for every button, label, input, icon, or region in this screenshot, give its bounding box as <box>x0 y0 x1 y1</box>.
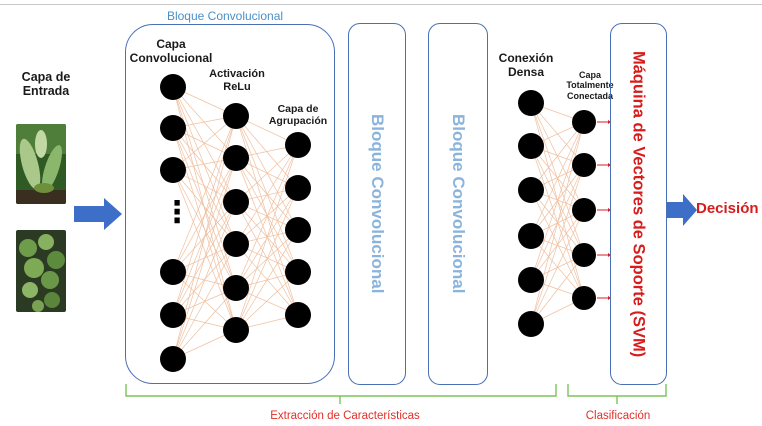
connection-line <box>172 115 237 316</box>
connection-line <box>235 157 299 273</box>
connection-line <box>172 201 237 360</box>
connection-line <box>530 121 585 281</box>
dense-node <box>518 177 544 203</box>
conv-block-2-label: Bloque Convolucional <box>368 114 387 294</box>
leaf-photo-2 <box>16 230 66 312</box>
pool-node <box>285 217 311 243</box>
dense-text: Conexión Densa <box>498 51 554 79</box>
connection-line <box>530 121 585 237</box>
fc-label: Capa Totalmente Conectada <box>558 70 622 101</box>
fc-node <box>572 110 596 134</box>
relu-node <box>223 275 249 301</box>
dense-label: Conexión Densa <box>492 51 560 80</box>
svm-input-arrowhead <box>608 163 611 167</box>
svm-input-arrowhead <box>608 120 611 124</box>
connection-line <box>172 115 237 171</box>
connection-line <box>235 144 299 245</box>
connection-line <box>530 121 585 325</box>
pool-node <box>285 259 311 285</box>
dense-node <box>518 90 544 116</box>
conv-block-3-label: Bloque Convolucional <box>449 114 468 294</box>
connection-line <box>530 209 585 325</box>
connection-line <box>172 127 237 203</box>
connection-line <box>530 145 585 211</box>
connection-line <box>172 115 237 273</box>
input-layer-text: Capa de Entrada <box>21 70 71 99</box>
pool-text: Capa de Agrupación <box>268 103 328 128</box>
connection-line <box>530 254 585 325</box>
dense-node <box>518 223 544 249</box>
connection-line <box>172 127 237 289</box>
relu-node <box>223 103 249 129</box>
conv-layer-label: Capa Convolucional <box>126 37 216 66</box>
svm-label: Máquina de Vectores de Soporte (SVM) <box>629 50 648 358</box>
conv-block-3 <box>428 23 488 385</box>
conv-node <box>160 259 186 285</box>
fc-text: Capa Totalmente Conectada <box>566 70 614 101</box>
connection-line <box>530 164 585 325</box>
fc-node <box>572 243 596 267</box>
conv-block-title: Bloque Convolucional <box>166 9 284 23</box>
connection-line <box>172 86 237 159</box>
connection-line <box>235 229 299 331</box>
conv-layer-text: Capa Convolucional <box>129 37 213 65</box>
connection-line <box>172 86 237 203</box>
fc-node <box>572 153 596 177</box>
dense-node <box>518 133 544 159</box>
relu-node <box>223 231 249 257</box>
connection-line <box>172 169 237 289</box>
connection-line <box>235 187 299 331</box>
conv-block-main <box>125 24 335 384</box>
pool-node <box>285 175 311 201</box>
conv-node <box>160 302 186 328</box>
leaf-photo-1 <box>16 124 66 204</box>
connection-line <box>172 169 237 245</box>
fc-node <box>572 286 596 310</box>
connection-line <box>530 121 585 191</box>
relu-label: Activación ReLu <box>200 68 274 93</box>
relu-text: Activación ReLu <box>209 68 265 93</box>
top-rule <box>0 4 762 5</box>
svm-input-arrowhead <box>608 208 611 212</box>
svm-input-arrowhead <box>608 253 611 257</box>
output-arrow-icon <box>667 194 697 226</box>
relu-node <box>223 317 249 343</box>
dense-node <box>518 311 544 337</box>
connection-line <box>172 157 237 360</box>
relu-node <box>223 189 249 215</box>
connection-line <box>235 144 299 203</box>
svm-block <box>610 23 667 385</box>
conv-node <box>160 346 186 372</box>
pool-node <box>285 302 311 328</box>
input-layer-label: Capa de Entrada <box>6 70 86 99</box>
dense-node <box>518 267 544 293</box>
connection-line <box>172 243 237 316</box>
conv-block-2 <box>348 23 406 385</box>
conv-node <box>160 157 186 183</box>
pool-label: Capa de Agrupación <box>258 103 338 127</box>
pool-node <box>285 132 311 158</box>
connection-line <box>235 144 299 289</box>
connection-line <box>172 169 237 331</box>
svm-input-arrowhead <box>608 296 611 300</box>
relu-node <box>223 145 249 171</box>
feature-extraction-label: Extracción de Características <box>270 410 420 422</box>
connection-line <box>172 243 237 360</box>
classification-label: Clasificación <box>585 410 651 422</box>
decision-label: Decisión <box>696 200 759 217</box>
connection-line <box>235 144 299 331</box>
input-arrow-icon <box>74 198 122 230</box>
connection-line <box>235 271 299 331</box>
conv-node <box>160 115 186 141</box>
connection-line <box>172 287 237 360</box>
conv-node <box>160 74 186 100</box>
fc-node <box>572 198 596 222</box>
